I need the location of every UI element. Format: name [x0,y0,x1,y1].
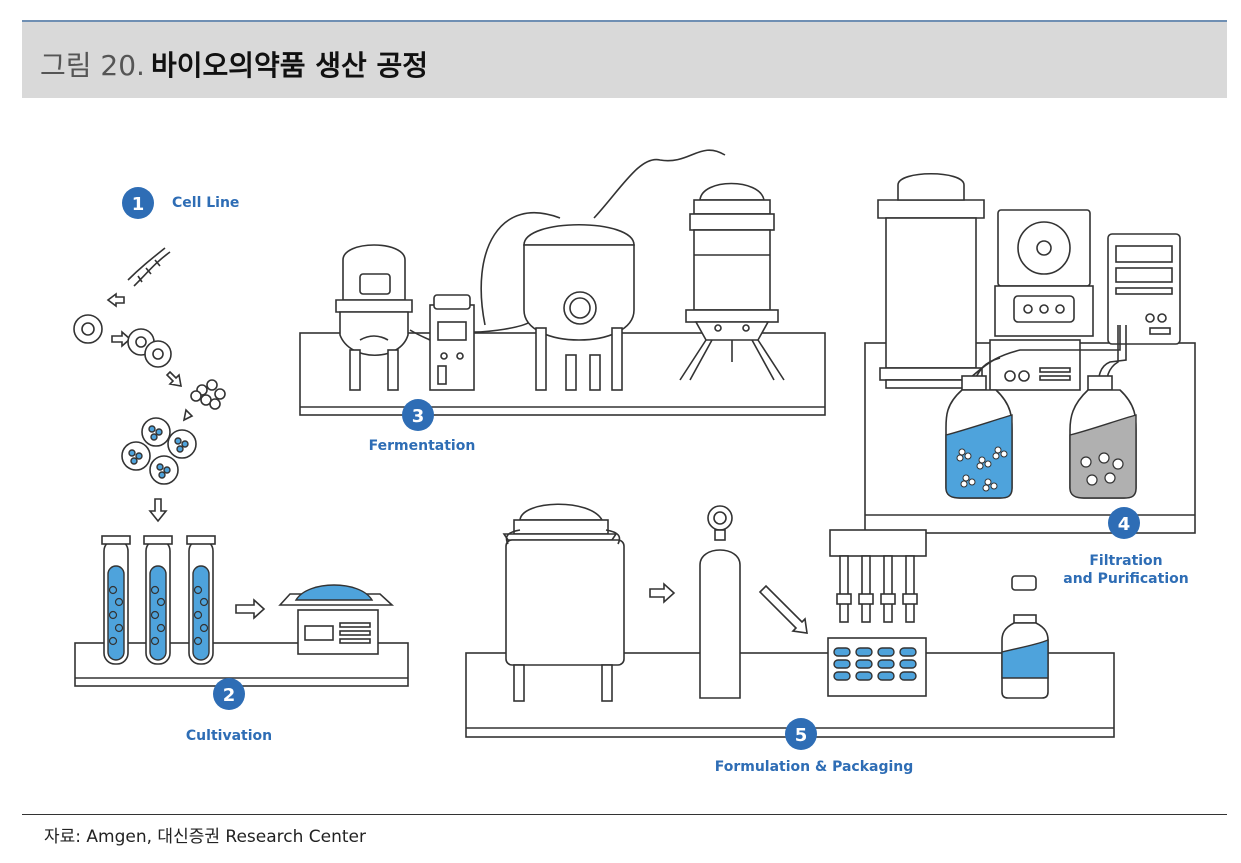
analyzer-icon [1107,233,1181,345]
arrow-icon [111,330,132,348]
step-2-number: 2 [223,685,236,706]
figure-title: 그림 20.바이오의약품 생산 공정 [40,44,428,84]
arrow-icon [106,292,125,308]
step-3-badge [402,399,434,431]
grey-bottle-icon [1069,375,1137,499]
large-fermenter-icon [523,224,635,391]
dividing-cell-icon [127,328,172,368]
controller-icon [409,294,531,391]
centrifuge-icon [989,209,1094,391]
step-4-label-line2: and Purification [1063,571,1188,587]
filling-machine-icon [827,529,927,697]
tubing [593,149,726,219]
step-4-label-line1: Filtration [1089,553,1162,569]
step-5-badge [785,718,817,750]
arrow-icon [182,408,194,422]
step-4-filtration-purification: 4 Filtration and Purification [864,172,1196,587]
figure-number: 그림 20. [40,49,145,82]
tubing [480,212,561,326]
footer-divider [22,814,1227,815]
storage-tank-icon [502,503,625,702]
arrow-icon [165,370,182,387]
figure-title-text: 바이오의약품 생산 공정 [150,49,429,82]
small-fermenter-icon [335,244,413,391]
arrow-icon [235,598,266,620]
biopharma-process-illustration: 1 Cell Line [73,149,1196,775]
step-3-label: Fermentation [369,438,476,454]
step-4-number: 4 [1118,514,1131,535]
down-arrow-icon [148,498,168,523]
step-1-number: 1 [132,194,145,215]
bioreactor-tank-icon [679,182,785,381]
diagonal-arrow-icon [758,584,808,634]
source-note: 자료: Amgen, 대신증권 Research Center [44,827,366,847]
blue-bottle-icon [945,375,1013,499]
dna-icon [127,247,171,287]
step-1-badge [122,187,154,219]
step-5-formulation-packaging: 5 Formulation & Packaging [465,503,1115,775]
step-2-badge [213,678,245,710]
step-5-label: Formulation & Packaging [715,759,914,775]
arrow-icon [649,582,676,604]
figure-header: 그림 20.바이오의약품 생산 공정 [22,20,1227,98]
vial-icon [1001,575,1049,699]
step-4-badge [1108,507,1140,539]
test-tubes-icon [101,535,216,665]
step-3-number: 3 [412,406,425,427]
cell-cluster-icon [190,379,226,410]
cell-icon [73,314,103,344]
gas-cylinder-icon [699,505,741,699]
chromatography-column-icon [877,172,985,389]
step-2-label: Cultivation [186,728,272,744]
step-2-cultivation: 2 Cultivation [74,535,409,744]
step-1-cell-line: 1 Cell Line [73,187,239,523]
shaker-incubator-icon [278,584,395,655]
step-5-number: 5 [795,725,808,746]
cell-colonies-icon [121,417,197,485]
step-3-fermentation: 3 Fermentation [299,149,826,454]
step-1-label: Cell Line [172,195,239,211]
